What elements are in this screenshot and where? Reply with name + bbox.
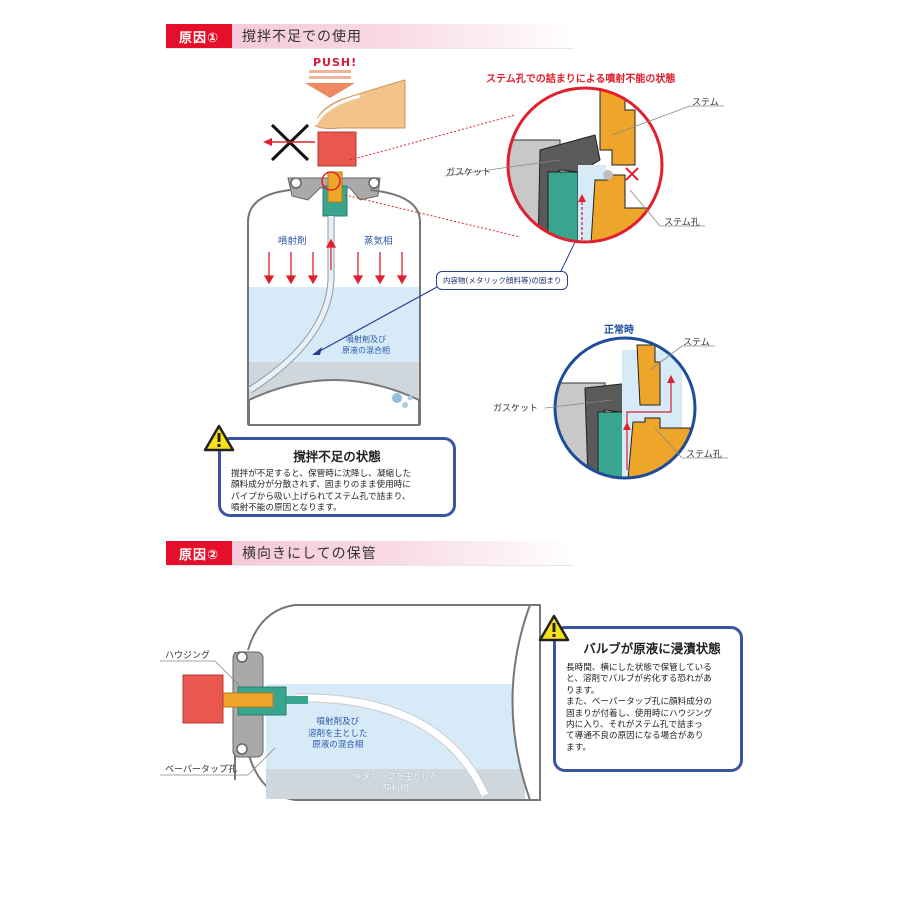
horizontal-mixed-label: 噴射剤及び 溶剤を主とした 原液の混合相	[308, 717, 368, 752]
normal-title: 正常時	[604, 325, 634, 336]
pigment-clump-callout: 内容物(メタリック顔料等)の固まり	[436, 271, 569, 290]
label-housing: ハウジング	[165, 651, 211, 661]
section1-title: 撹拌不足での使用	[242, 29, 362, 45]
zoom-label-stem: ステム	[692, 98, 719, 108]
can-label-mixed: 噴射剤及び 原液の混合相	[342, 334, 390, 356]
can-label-mixed-line2: 原液の混合相	[342, 346, 390, 355]
normal-label-gasket: ガスケット	[493, 404, 539, 414]
warning-title-2: バルブが原液に浸漬状態	[583, 641, 721, 656]
section2-title: 横向きにしての保管	[242, 546, 377, 562]
warning-text-2: 長時間、横にした状態で保管している と、溶剤でバルブが劣化する恐れがあ ります。…	[566, 663, 730, 754]
mixed-line: 溶剤を主とした	[308, 728, 368, 739]
pigment-line: 顔料相	[382, 783, 409, 794]
clogged-zoom-title: ステム孔での詰まりによる噴射不能の状態	[486, 74, 676, 85]
warning-line: 顔料成分が分散されず、固まりのまま使用時に	[231, 480, 411, 491]
actuator-icon	[317, 131, 357, 167]
warning-line: ります。	[566, 685, 600, 696]
section1-header: 原因① 撹拌不足での使用	[166, 24, 574, 49]
vertical-can-illustration	[247, 70, 728, 480]
warning-icon	[538, 614, 570, 642]
warning-line: また、ベーパータップ孔に顔料成分の	[566, 697, 713, 708]
warning-line: 撹拌が不足すると、保管時に沈降し、凝縮した	[231, 469, 412, 479]
warning-line: 長時間、横にした状態で保管している	[566, 663, 712, 673]
mixed-line: 噴射剤及び	[316, 717, 360, 727]
warning-line: て導通不良の原因になる場合があり	[566, 731, 704, 742]
normal-label-stem: ステム	[683, 338, 710, 348]
zoom-label-stem-hole: ステム孔	[664, 218, 700, 228]
finger-icon	[313, 79, 406, 130]
warning-line: と、溶剤でバルブが劣化する恐れがあ	[566, 674, 712, 685]
normal-label-stem-hole: ステム孔	[686, 450, 722, 460]
section2-header: 原因② 横向きにしての保管	[166, 541, 574, 566]
warning-box-2: バルブが原液に浸漬状態 長時間、横にした状態で保管している と、溶剤でバルブが劣…	[553, 626, 743, 772]
label-paper-tap: ベーパータップ孔	[165, 765, 237, 775]
warning-title-1: 撹拌不足の状態	[293, 449, 381, 464]
section2-badge: 原因②	[166, 541, 232, 565]
zoom-label-gasket: ガスケット	[446, 168, 492, 178]
section1-badge: 原因①	[166, 24, 232, 48]
warning-box-1: 撹拌不足の状態 撹拌が不足すると、保管時に沈降し、凝縮した 顔料成分が分散されず…	[218, 437, 456, 517]
cross-mark-icon	[263, 123, 315, 162]
warning-line: 固まりが付着し、使用時にハウジング	[566, 708, 713, 719]
pigment-line: メタリックを主とした	[353, 772, 439, 782]
warning-line: 内に入り、それがステム孔で詰まっ	[566, 720, 703, 731]
warning-line: ます。	[566, 742, 591, 753]
warning-text-1: 撹拌が不足すると、保管時に沈降し、凝縮した 顔料成分が分散されず、固まりのまま使…	[231, 469, 443, 515]
push-arrow-icon	[305, 70, 355, 98]
warning-line: パイプから吸い上げられてステム孔で詰まり、	[231, 491, 411, 502]
can-label-propellant: 噴射剤	[278, 236, 307, 247]
warning-line: 噴射不能の原因となります。	[231, 503, 342, 514]
can-label-vapor: 蒸気相	[364, 236, 393, 247]
can-label-mixed-line1: 噴射剤及び	[346, 335, 386, 344]
mixed-line: 原液の混合相	[312, 740, 364, 750]
clogged-zoom-circle	[444, 86, 724, 244]
horizontal-pigment-label: メタリックを主とした 顔料相	[353, 772, 438, 795]
warning-icon	[203, 424, 235, 452]
push-label: PUSH!	[313, 56, 358, 69]
actuator-icon	[182, 674, 224, 724]
